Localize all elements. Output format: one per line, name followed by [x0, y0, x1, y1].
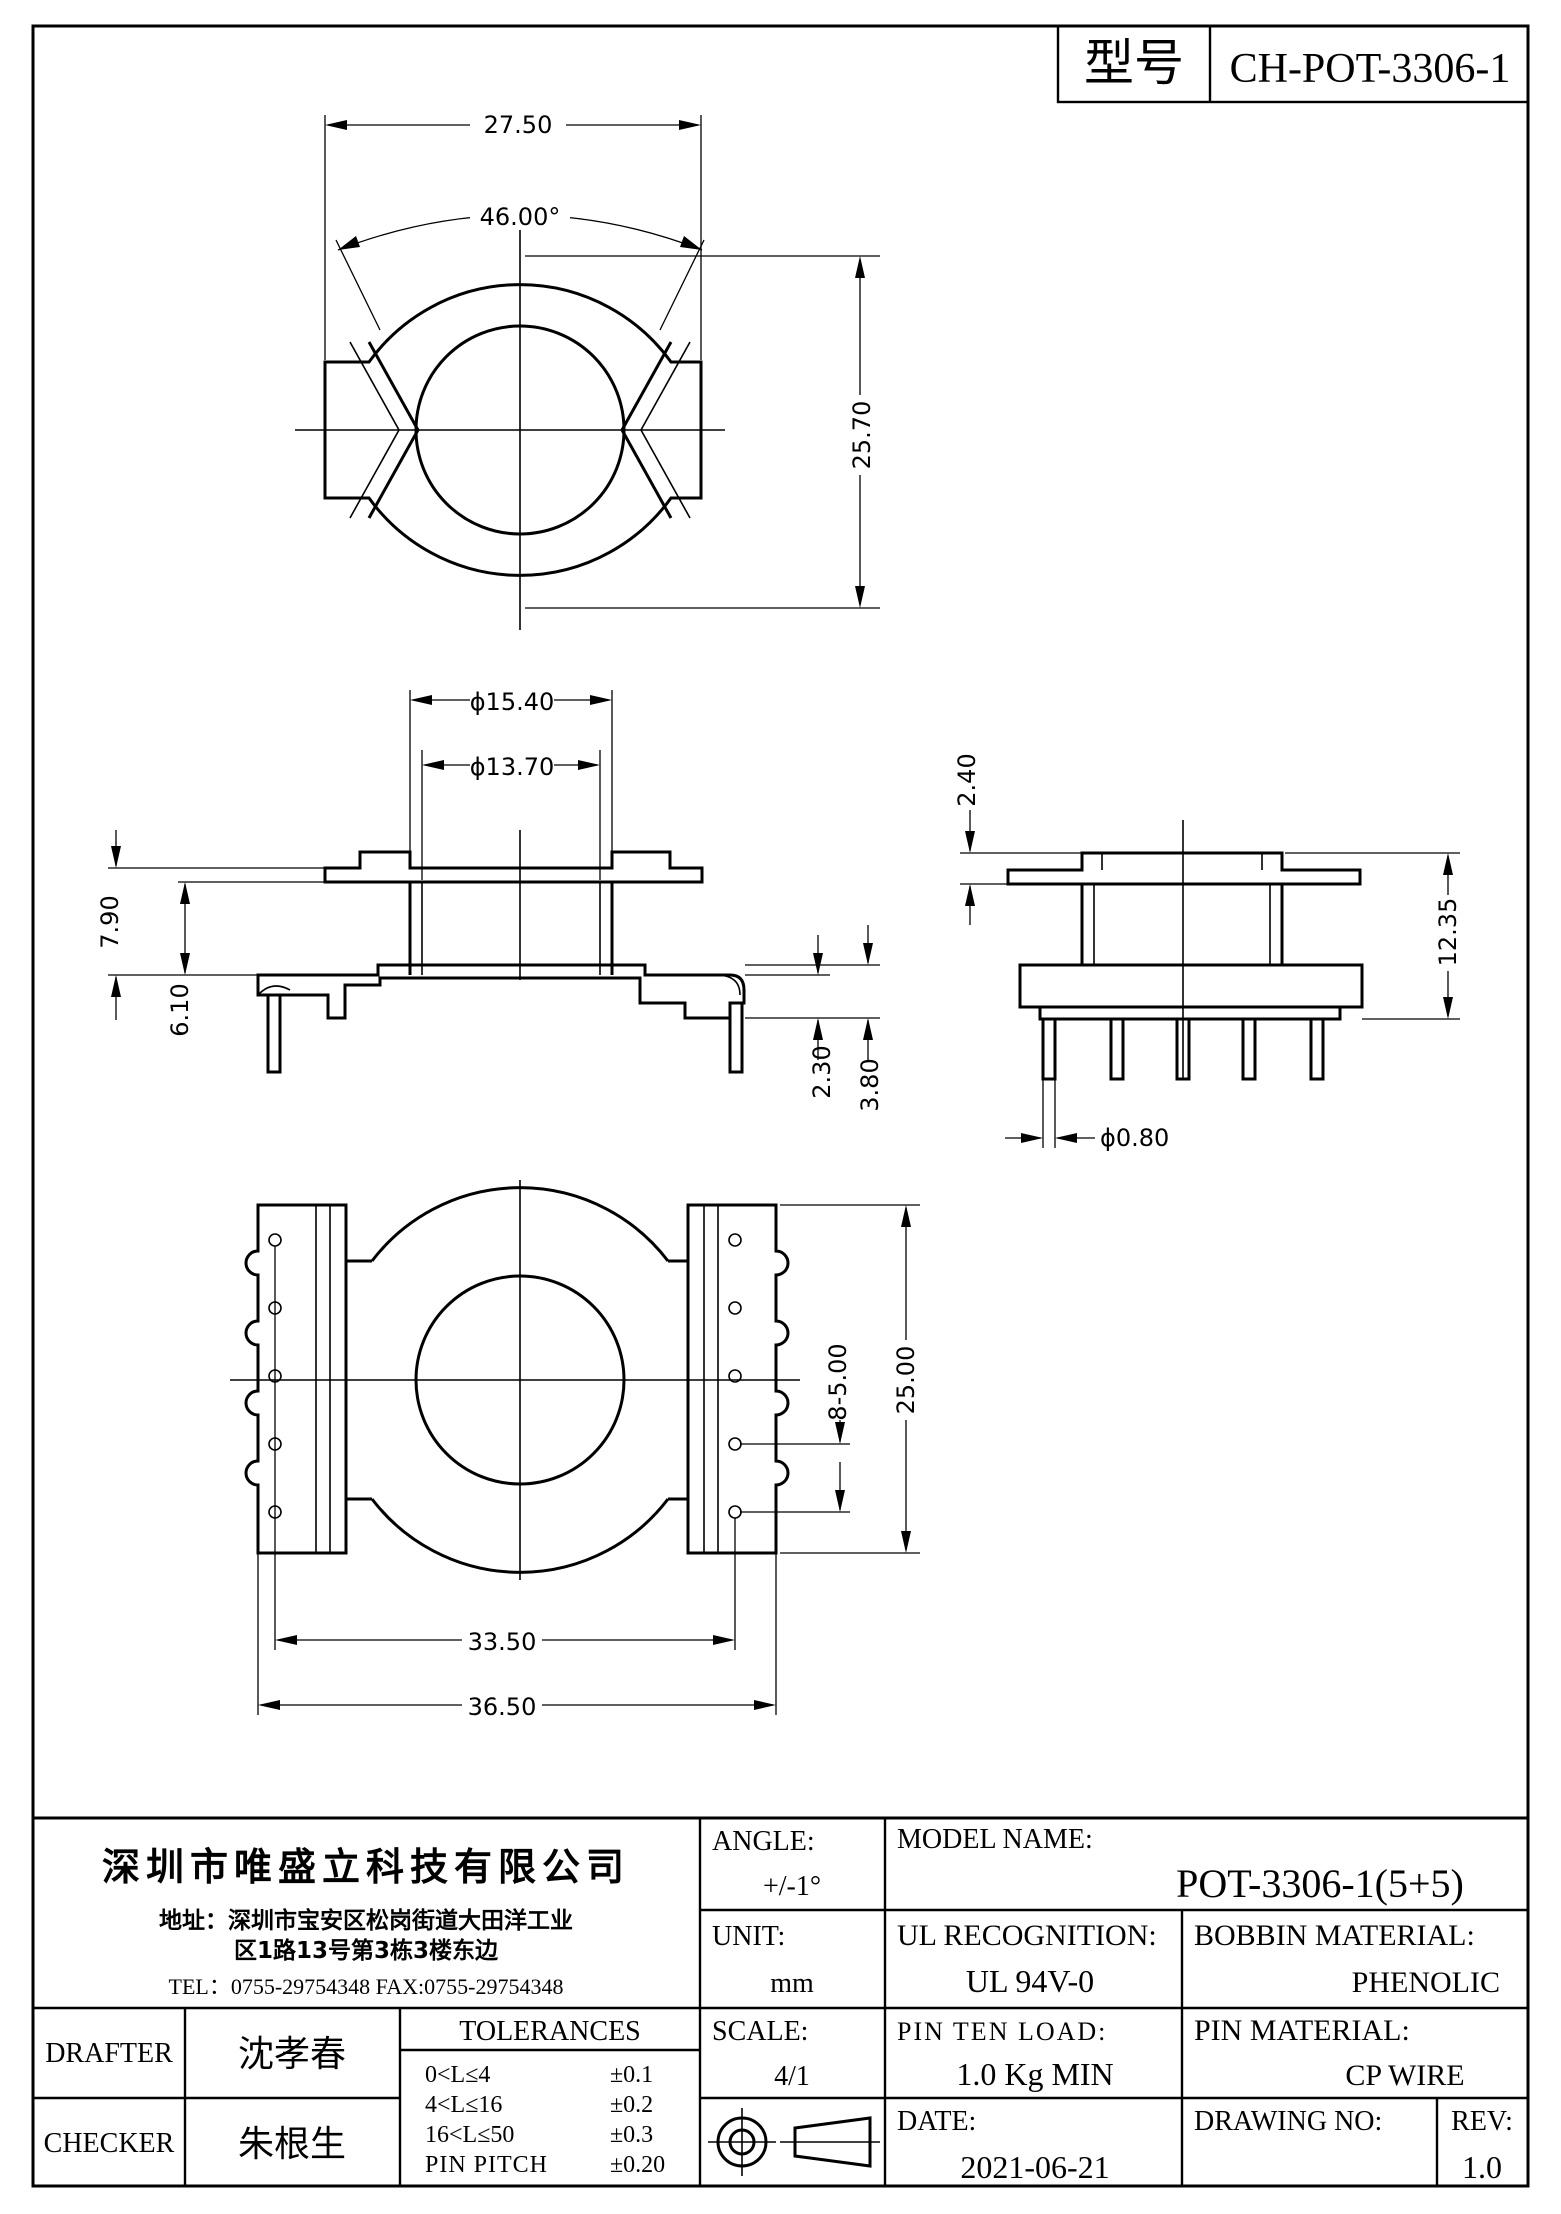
angle-label: ANGLE:	[712, 1826, 815, 1857]
drawing-no-label: DRAWING NO:	[1194, 2106, 1382, 2137]
model-header: 型号 CH-POT-3306-1	[1056, 24, 1530, 104]
bottom-view: 8-5.00 25.00 33.50 36.50	[230, 1180, 920, 1721]
tolerance-range: 4<L≤16	[425, 2092, 502, 2118]
unit-label: UNIT:	[712, 1921, 785, 1952]
top-view: 27.50 46.00° 25.70	[295, 108, 880, 630]
drafter-name: 沈孝春	[238, 2034, 346, 2075]
pin-load-value: 1.0 Kg MIN	[956, 2056, 1113, 2092]
tolerance-range: 0<L≤4	[425, 2062, 490, 2088]
scale-label: SCALE:	[712, 2016, 808, 2047]
side-view: 2.40 12.35 ϕ0.80	[953, 753, 1462, 1152]
address-line1: 地址：深圳市宝安区松岗街道大田洋工业	[159, 1907, 573, 1934]
sheet-border	[31, 24, 1530, 2188]
pin-load-label: PIN TEN LOAD:	[897, 2017, 1107, 2046]
scale-value: 4/1	[774, 2061, 810, 2092]
front-view: ϕ15.40 ϕ13.70 7.90 6.10 2.30	[96, 686, 884, 1112]
bobbin-value: PHENOLIC	[1352, 1966, 1500, 1999]
model-code: CH-POT-3306-1	[1230, 46, 1511, 92]
dim-top-height: 25.70	[848, 401, 876, 470]
unit-value: mm	[770, 1968, 814, 1999]
pin-holes-right	[728, 1233, 742, 1519]
ul-value: UL 94V-0	[966, 1963, 1094, 1999]
model-name-value: POT-3306-1(5+5)	[1176, 1861, 1464, 1906]
dim-pin-dia: ϕ0.80	[1100, 1124, 1169, 1152]
dim-h-12-35: 12.35	[1434, 898, 1462, 967]
dim-h-2-30: 2.30	[808, 1045, 836, 1098]
ul-label: UL RECOGNITION:	[897, 1919, 1157, 1952]
tolerance-value: ±0.20	[610, 2152, 665, 2178]
tolerance-value: ±0.2	[610, 2092, 653, 2118]
rev-label: REV:	[1451, 2106, 1513, 2137]
tolerance-value: ±0.3	[610, 2122, 653, 2148]
dim-bottom-height: 25.00	[892, 1346, 920, 1415]
dim-dia-outer: ϕ15.40	[470, 688, 555, 716]
angle-value: +/-1°	[763, 1871, 821, 1902]
pin-material-value: CP WIRE	[1345, 2059, 1464, 2092]
dim-span-33-50: 33.50	[468, 1628, 537, 1656]
tolerances-title: TOLERANCES	[459, 2016, 641, 2047]
date-label: DATE:	[897, 2106, 976, 2137]
dim-h-6-10: 6.10	[166, 983, 194, 1036]
address-line2: 区1路13号第3栋3楼东边	[234, 1937, 499, 1964]
bobbin-label: BOBBIN MATERIAL:	[1194, 1919, 1475, 1952]
dim-top-angle: 46.00°	[480, 203, 561, 231]
checker-label: CHECKER	[44, 2128, 175, 2159]
dim-h-2-40: 2.40	[953, 753, 981, 806]
company-name: 深圳市唯盛立科技有限公司	[102, 1845, 630, 1889]
tolerance-range: 16<L≤50	[425, 2122, 514, 2148]
type-label: 型号	[1084, 34, 1184, 92]
tolerance-value: ±0.1	[610, 2062, 653, 2088]
pin-material-label: PIN MATERIAL:	[1194, 2014, 1410, 2047]
checker-name: 朱根生	[238, 2124, 346, 2165]
company-contact: TEL：0755-29754348 FAX:0755-29754348	[169, 1974, 564, 1999]
side-pins	[1041, 1017, 1325, 1081]
dim-pitch: 8-5.00	[824, 1343, 852, 1420]
date-value: 2021-06-21	[960, 2149, 1109, 2185]
tolerance-range: PIN PITCH	[425, 2152, 548, 2178]
drafter-label: DRAFTER	[45, 2038, 173, 2069]
title-block: 深圳市唯盛立科技有限公司 地址：深圳市宝安区松岗街道大田洋工业 区1路13号第3…	[33, 1816, 1528, 2186]
projection-symbol-icon	[708, 2108, 880, 2176]
dim-top-width: 27.50	[484, 111, 553, 139]
dim-dia-inner: ϕ13.70	[470, 753, 555, 781]
dim-h-3-80: 3.80	[856, 1058, 884, 1111]
model-name-label: MODEL NAME:	[897, 1824, 1093, 1855]
dim-span-36-50: 36.50	[468, 1693, 537, 1721]
dim-h-7-90: 7.90	[96, 895, 124, 948]
rev-value: 1.0	[1462, 2149, 1502, 2185]
